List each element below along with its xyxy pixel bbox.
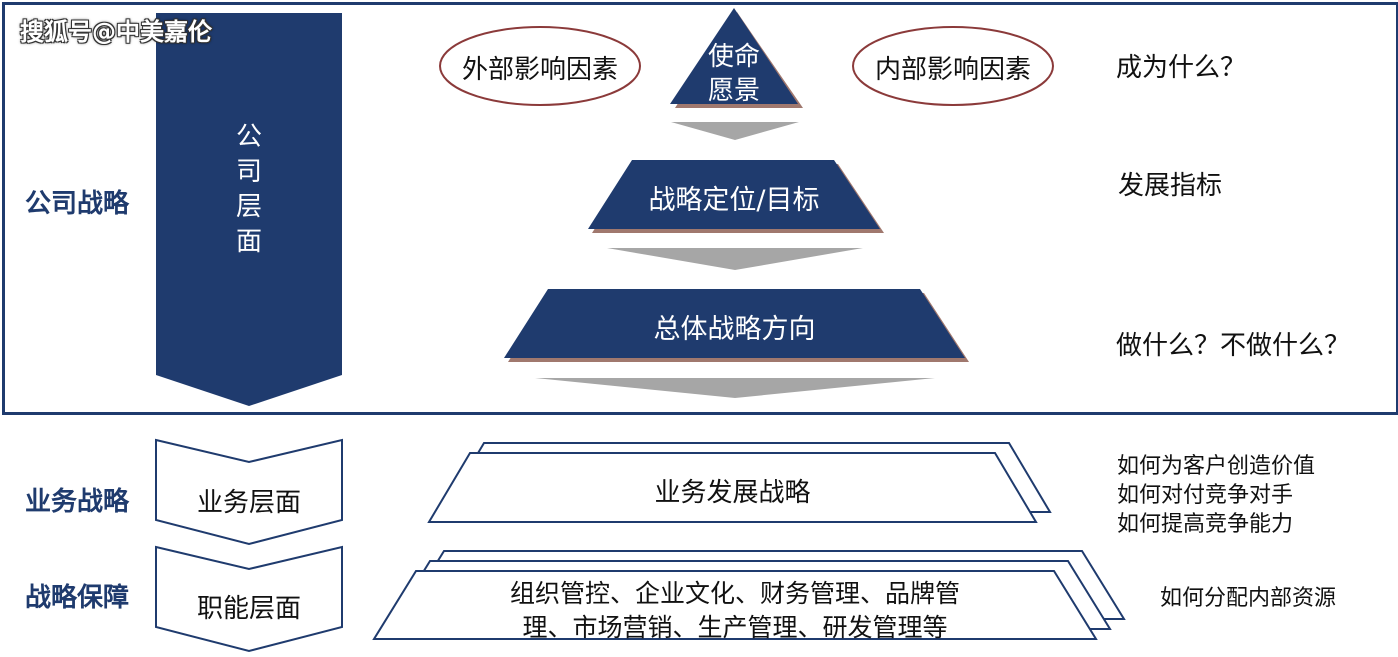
mission-vision-text: 使命 愿景	[707, 42, 760, 106]
business-level-chevron	[155, 438, 343, 546]
gray-arrow-3	[535, 378, 935, 398]
mission-vision-triangle	[670, 8, 798, 104]
business-box-front	[427, 452, 1038, 523]
functional-line2-text: 理、市场营销、生产管理、研发管理等	[522, 613, 948, 642]
internal-factors-oval	[852, 26, 1054, 106]
watermark: 搜狐号@中美嘉伦	[20, 18, 212, 46]
business-strategy-text: 业务发展战略	[654, 478, 811, 508]
business-question-3: 如何提高竞争能力	[1117, 512, 1294, 537]
company-level-text: 公 司 层 面	[235, 122, 262, 257]
external-factors-text: 外部影响因素	[461, 55, 618, 85]
allocate-resources-note: 如何分配内部资源	[1160, 586, 1337, 611]
company-strategy-frame	[2, 2, 1398, 415]
positioning-text: 战略定位/目标	[648, 185, 820, 216]
do-or-not-note: 做什么？不做什么？	[1116, 331, 1351, 361]
positioning-trapezoid	[588, 160, 880, 229]
internal-factors-text: 内部影响因素	[874, 55, 1031, 85]
gray-arrow-1	[671, 122, 799, 140]
business-strategy-label: 业务战略	[25, 487, 130, 517]
functional-level-text: 职能层面	[196, 594, 301, 624]
become-note: 成为什么？	[1116, 53, 1247, 83]
overall-direction-trapezoid	[504, 289, 965, 358]
company-strategy-label: 公司战略	[25, 189, 130, 219]
strategy-support-label: 战略保障	[25, 583, 130, 613]
company-level-chevron	[156, 13, 342, 406]
external-factors-oval	[439, 26, 641, 106]
business-level-text: 业务层面	[196, 488, 301, 518]
overall-direction-text: 总体战略方向	[653, 314, 816, 345]
indicators-note: 发展指标	[1118, 171, 1223, 201]
functional-box-front	[372, 570, 1098, 640]
functional-line1-text: 组织管控、企业文化、财务管理、品牌管	[509, 579, 960, 608]
business-question-2: 如何对付竞争对手	[1117, 483, 1294, 508]
business-question-1: 如何为客户创造价值	[1117, 454, 1316, 479]
functional-level-chevron	[155, 545, 343, 653]
gray-arrow-2	[607, 248, 863, 270]
